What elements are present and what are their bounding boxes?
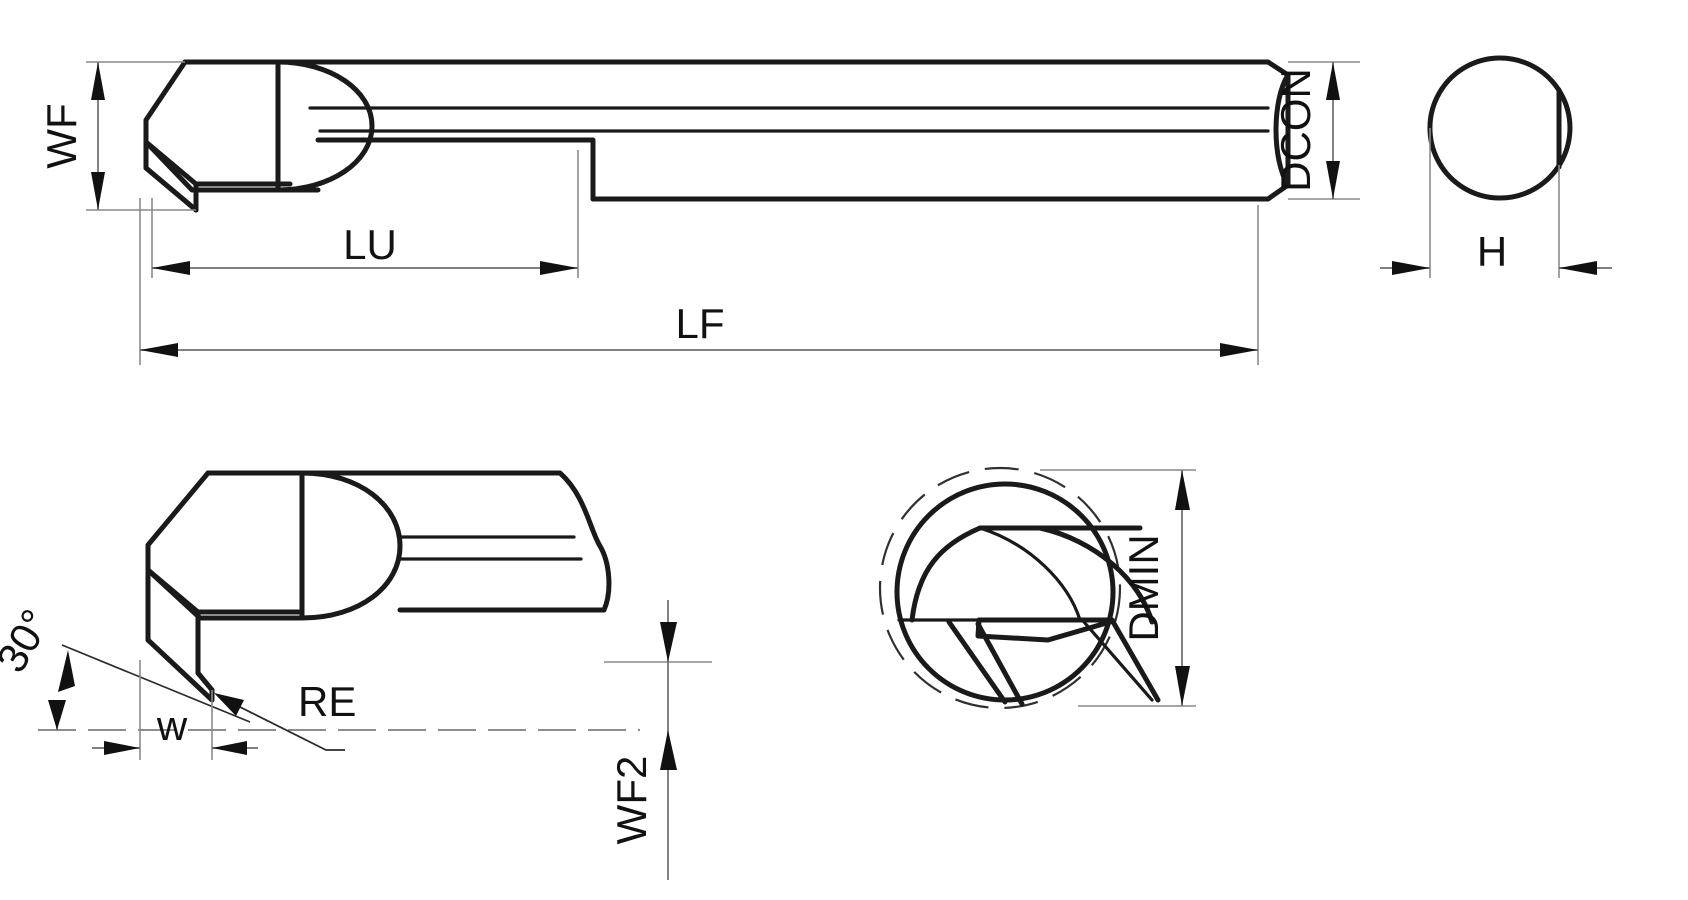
dimension-dcon: DCON <box>1272 61 1360 200</box>
main-side-view: WF DCON LU LF <box>38 59 1360 365</box>
detail-head-outline <box>145 470 303 621</box>
head-body-outline <box>143 59 293 193</box>
re-leader-line <box>217 695 345 751</box>
wf-arrow-top <box>91 62 105 100</box>
front-end-view: DMIN <box>878 466 1196 710</box>
head-detail-view: 30° w RE WF2 <box>0 470 712 880</box>
wf2-label: WF2 <box>608 756 655 845</box>
detail-tip-bottom-face <box>145 637 215 703</box>
dimension-re: RE <box>214 678 356 751</box>
shank-section-circle <box>1427 55 1573 201</box>
angle-arrow-upper <box>58 650 75 692</box>
front-right-flank-b <box>1082 620 1154 702</box>
angle-label: 30° <box>0 601 60 680</box>
wf-arrow-bottom <box>91 172 105 210</box>
detail-tip-top-edge <box>145 567 201 676</box>
dcon-arrow-bottom <box>1326 161 1340 199</box>
front-right-flank-a <box>1109 617 1161 703</box>
dmin-arrow-top <box>1175 470 1190 510</box>
wf2-arrow-bottom <box>660 730 677 770</box>
wf2-arrow-top <box>660 622 677 662</box>
detail-insert-ellipse <box>299 470 403 621</box>
dcon-label: DCON <box>1272 68 1319 192</box>
dimension-wf2: WF2 <box>604 600 712 880</box>
dimension-lu: LU <box>151 150 579 278</box>
w-arrow-left <box>104 741 140 755</box>
dimension-lf: LF <box>139 198 1259 365</box>
dimension-wf: WF <box>38 61 196 211</box>
w-label: w <box>156 702 188 749</box>
angle-arrow-lower <box>48 700 66 730</box>
h-arrow-left <box>1392 261 1430 275</box>
angle-leader-line <box>61 644 251 723</box>
re-arrow <box>214 693 244 716</box>
dcon-arrow-top <box>1326 62 1340 100</box>
w-arrow-right <box>212 741 247 755</box>
front-insert-arc <box>1037 525 1155 625</box>
shank-step-relief <box>315 137 596 202</box>
lf-arrow-right <box>1220 343 1258 357</box>
detail-tip-corner-radius <box>195 670 215 693</box>
shank-end-view: H <box>1380 55 1612 278</box>
front-left-arc <box>909 525 983 623</box>
lf-label: LF <box>675 300 724 347</box>
dimension-h: H <box>1380 128 1612 278</box>
shank-right-end-face <box>1265 59 1291 202</box>
front-flank-right <box>975 621 1025 707</box>
dmin-label: DMIN <box>1120 534 1167 641</box>
lu-arrow-right <box>540 261 578 275</box>
wf-label: WF <box>38 103 85 168</box>
head-insert-ellipse <box>275 59 375 193</box>
front-flank-left <box>946 619 1008 705</box>
dmin-arrow-bottom <box>1175 666 1190 706</box>
detail-shank-top-with-break <box>299 470 612 613</box>
tool-body-circle <box>894 481 1116 703</box>
dimension-w: w <box>92 660 258 760</box>
lu-arrow-left <box>152 261 190 275</box>
lf-arrow-left <box>140 343 178 357</box>
h-label: H <box>1477 228 1507 275</box>
h-arrow-right <box>1559 261 1597 275</box>
shank-right-end-curve <box>1273 72 1291 188</box>
front-inner-arc <box>978 526 1082 622</box>
lu-label: LU <box>343 221 397 268</box>
dmin-bore-circle <box>878 466 1122 710</box>
re-label: RE <box>298 678 356 725</box>
dimension-dmin: DMIN <box>1040 469 1196 707</box>
